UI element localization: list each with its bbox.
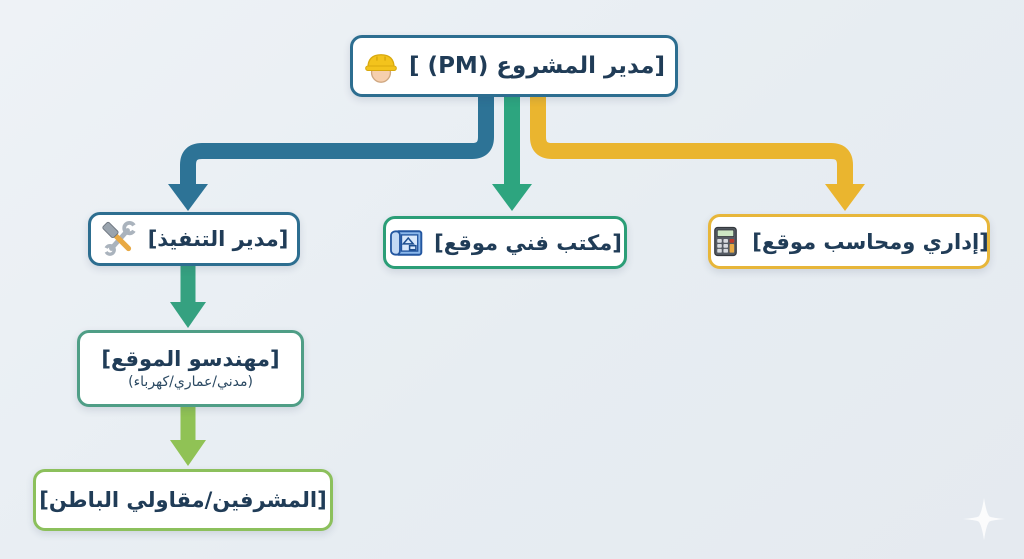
node-project-manager: [مدير المشروع (PM) ] [350, 35, 678, 97]
node-site-engineers-label: [مهندسو الموقع] [101, 347, 280, 371]
node-execution-manager: [مدير التنفيذ] [88, 212, 300, 266]
node-site-engineers-sublabel: (مدني/عماري/كهرباء) [128, 374, 253, 390]
arrowhead-exec-to-engineers [170, 302, 206, 328]
connector-pm-to-admin [530, 95, 853, 186]
arrowhead-engineers-to-supervisors [170, 440, 206, 466]
blueprint-icon [388, 225, 424, 261]
calculator-icon [709, 225, 742, 258]
arrowhead-pm-to-admin [825, 184, 865, 211]
worker-helmet-icon [363, 48, 399, 84]
node-technical-office: [مكتب فني موقع] [383, 216, 627, 269]
connector-pm-to-exec [180, 95, 494, 186]
node-supervisors-subcontractors-label: [المشرفين/مقاولي الباطن] [39, 488, 327, 512]
arrowhead-pm-to-exec [168, 184, 208, 211]
node-site-engineers: [مهندسو الموقع] (مدني/عماري/كهرباء) [77, 330, 304, 407]
hammer-wrench-icon [100, 220, 138, 258]
node-admin-accountant-label: [إداري ومحاسب موقع] [752, 229, 989, 254]
node-supervisors-subcontractors: [المشرفين/مقاولي الباطن] [33, 469, 333, 531]
node-project-manager-label: [مدير المشروع (PM) ] [409, 53, 665, 79]
sparkle-watermark-icon [962, 497, 1006, 541]
node-technical-office-label: [مكتب فني موقع] [434, 230, 622, 255]
sparkle-shape [963, 498, 1005, 540]
arrowhead-pm-to-office [492, 184, 532, 211]
node-admin-accountant: [إداري ومحاسب موقع] [708, 214, 990, 269]
node-execution-manager-label: [مدير التنفيذ] [147, 227, 289, 251]
